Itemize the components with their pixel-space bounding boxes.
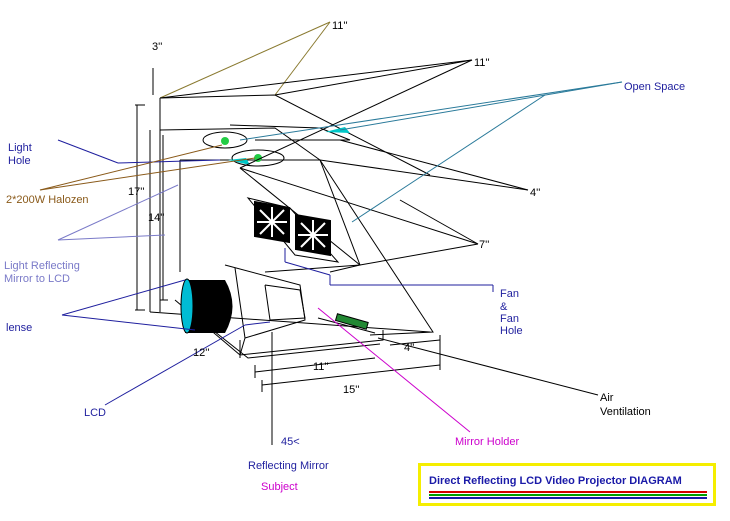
dim-11-bottom: 11'' (313, 361, 329, 373)
title-stripe-red (429, 491, 707, 493)
leader-lines-blue (57, 139, 494, 406)
body-right-slope (319, 159, 434, 336)
subject-label: Subject (261, 481, 298, 493)
lens-barrel (185, 280, 233, 333)
lense-label: lense (6, 322, 33, 334)
dimension-11-top-lines (159, 21, 331, 99)
open-space-marker-1 (325, 127, 350, 133)
fan-label-2: & (500, 301, 508, 313)
body-floor-line (264, 264, 361, 273)
dim-11-mid: 11'' (474, 57, 490, 69)
reflecting-mirror-frame (264, 284, 306, 321)
mirror-plate (224, 264, 306, 339)
leader-line-mirror-holder (317, 307, 471, 433)
title-stripe-blue (429, 497, 707, 499)
dim-14: 14'' (148, 212, 165, 224)
air-label-1: Air (600, 392, 614, 404)
open-space-label: Open Space (624, 81, 686, 93)
angle-label: 45< (281, 436, 300, 448)
lens-glass (180, 278, 194, 334)
diagram-title-box: Direct Reflecting LCD Video Projector DI… (418, 463, 716, 506)
body-top-inner (159, 127, 321, 161)
fan-icon-1 (254, 200, 290, 244)
dim-15: 15'' (343, 384, 360, 396)
top-plate (229, 124, 351, 141)
halogen-bulb-1 (221, 137, 229, 145)
dim-7: 7'' (479, 239, 490, 251)
mirror-lcd-label-2: Mirror to LCD (4, 273, 71, 285)
dim-4-bottom: 4'' (404, 342, 415, 354)
light-hole-label-1: Light (8, 142, 32, 154)
dimension-lines (135, 68, 441, 445)
dim-3: 3'' (152, 41, 163, 53)
fan-panel (246, 197, 340, 263)
dim-17: 17'' (128, 186, 145, 198)
mirror-holder-line (317, 317, 376, 334)
body-top-edge (159, 94, 431, 176)
halogen-bulb-2 (254, 154, 262, 162)
leader-lines-lavender (57, 184, 179, 241)
dim-4-right: 4'' (530, 187, 541, 199)
light-hole-label-2: Hole (8, 155, 31, 167)
air-label-2: Ventilation (600, 406, 651, 418)
lens-icon (180, 278, 233, 334)
mirror-holder-label: Mirror Holder (455, 436, 520, 448)
diagram-title: Direct Reflecting LCD Video Projector DI… (429, 475, 682, 487)
mirror-plate-2 (234, 267, 246, 356)
reflecting-mirror-label: Reflecting Mirror (248, 460, 329, 472)
fan-label-1: Fan (500, 288, 519, 300)
mirror-lcd-label-1: Light Reflecting (4, 260, 80, 272)
mirror-holder-icon (334, 313, 369, 330)
leader-lines-halogen (39, 144, 256, 191)
title-stripe-green (429, 494, 707, 496)
dim-12: 12'' (193, 347, 210, 359)
dim-11-top: 11'' (332, 20, 348, 32)
leader-lines-open-space (239, 81, 623, 223)
light-hole-ellipse-2 (231, 149, 285, 167)
light-hole-ellipse-1 (202, 131, 248, 149)
fan-icon-2 (295, 213, 331, 257)
fan-label-3: Fan (500, 313, 519, 325)
projection-lines (159, 59, 599, 396)
fan-label-4: Hole (500, 325, 523, 337)
lcd-label: LCD (84, 407, 107, 419)
halogen-label: 2*200W Halozen (6, 194, 89, 206)
